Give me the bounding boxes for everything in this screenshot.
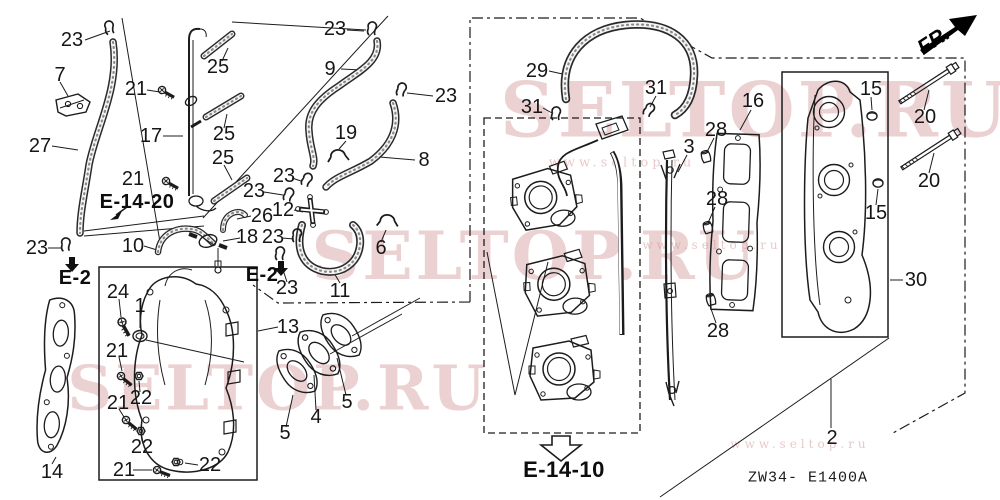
link-rod-part3 (660, 149, 681, 407)
ref-label-e-14-10: E-14-10 (523, 457, 605, 482)
t-joint-part12 (295, 194, 329, 228)
callout-9: 9 (324, 58, 336, 80)
hose-part26 (220, 208, 248, 233)
cover-group-box (781, 71, 889, 338)
callout-23: 23 (323, 18, 347, 40)
callout-18: 18 (235, 226, 259, 248)
callout-26: 26 (250, 205, 274, 227)
callout-20: 20 (913, 106, 937, 128)
callout-25: 25 (211, 147, 235, 169)
hose-part27 (76, 38, 118, 237)
callout-14: 14 (40, 461, 64, 483)
callout-12: 12 (271, 199, 295, 221)
callout-2: 2 (826, 427, 838, 449)
reference-arrows (65, 206, 288, 276)
watermark-url: www.seltop.ru (730, 437, 870, 451)
callout-23: 23 (242, 180, 266, 202)
callout-27: 27 (28, 135, 52, 157)
watermark-url: www.seltop.ru (548, 155, 696, 171)
callout-17: 17 (139, 125, 163, 147)
fuel-filter-part18 (188, 232, 228, 250)
hose-part11 (295, 221, 365, 276)
callout-31: 31 (520, 96, 544, 118)
callout-7: 7 (54, 64, 66, 86)
fr-direction-arrow (920, 15, 977, 55)
callout-10: 10 (121, 235, 145, 257)
callout-21: 21 (106, 392, 130, 414)
gasket-part14 (36, 297, 76, 453)
callout-23: 23 (25, 237, 49, 259)
callout-31: 31 (644, 77, 668, 99)
callout-15: 15 (859, 78, 883, 100)
callout-23: 23 (275, 277, 299, 299)
fuel-hoses (76, 20, 699, 276)
manifold-group-box (98, 266, 258, 481)
callout-22: 22 (198, 454, 222, 476)
hose-part25c (210, 174, 251, 205)
callout-21: 21 (105, 340, 129, 362)
callout-15: 15 (864, 202, 888, 224)
callout-23: 23 (60, 29, 84, 51)
callout-25: 25 (212, 123, 236, 145)
hose-part8 (322, 99, 400, 191)
callout-13: 13 (276, 316, 300, 338)
callout-23: 23 (434, 85, 458, 107)
callout-22: 22 (130, 436, 154, 458)
ref-label-e-2: E-2 (245, 264, 279, 286)
callout-25: 25 (206, 56, 230, 78)
intake-cover-part30 (803, 80, 872, 333)
callout-21: 21 (112, 459, 136, 481)
callout-5: 5 (341, 391, 353, 413)
assembly-boundary (252, 17, 966, 434)
carburetor-group-box (483, 117, 641, 434)
callout-23: 23 (261, 226, 285, 248)
ref-label-e-2: E-2 (58, 267, 92, 289)
callout-1: 1 (134, 295, 146, 317)
callout-21: 21 (121, 168, 145, 190)
hose-part9 (305, 37, 382, 170)
callout-4: 4 (310, 406, 322, 428)
carburetor-assembly (506, 100, 657, 401)
callout-29: 29 (525, 60, 549, 82)
callout-5: 5 (279, 422, 291, 444)
callout-28: 28 (706, 320, 730, 342)
down-arrow-e1410 (538, 435, 584, 463)
hose-part10 (154, 225, 217, 256)
callout-30: 30 (904, 269, 928, 291)
callout-28: 28 (705, 188, 729, 210)
hose-part29 (560, 20, 699, 120)
exhaust-manifold-part13 (133, 260, 241, 473)
gasket-part16 (709, 132, 761, 312)
callout-16: 16 (741, 90, 765, 112)
fr-label: FR. (913, 21, 955, 60)
callout-28: 28 (704, 119, 728, 141)
watermark-text: SELTOP.RU (67, 351, 489, 425)
callout-24: 24 (106, 281, 130, 303)
callout-23: 23 (272, 165, 296, 187)
ref-label-e-14-20: E-14-20 (99, 191, 175, 213)
projection-lines (83, 15, 890, 498)
diagram-part-code: ZW34- E1400A (747, 469, 869, 487)
hose-part25b (202, 92, 245, 121)
hose-part25a (200, 30, 236, 60)
callout-20: 20 (917, 170, 941, 192)
callout-22: 22 (129, 387, 153, 409)
callout-19: 19 (334, 122, 358, 144)
bracket-part7 (55, 93, 91, 117)
callout-8: 8 (418, 149, 430, 171)
watermark-text: SELTOP.RU (499, 65, 1000, 155)
callout-3: 3 (683, 136, 695, 158)
callout-21: 21 (124, 78, 148, 100)
callout-6: 6 (375, 237, 387, 259)
callout-11: 11 (329, 280, 351, 302)
fuel-pipe-part17 (184, 27, 217, 212)
